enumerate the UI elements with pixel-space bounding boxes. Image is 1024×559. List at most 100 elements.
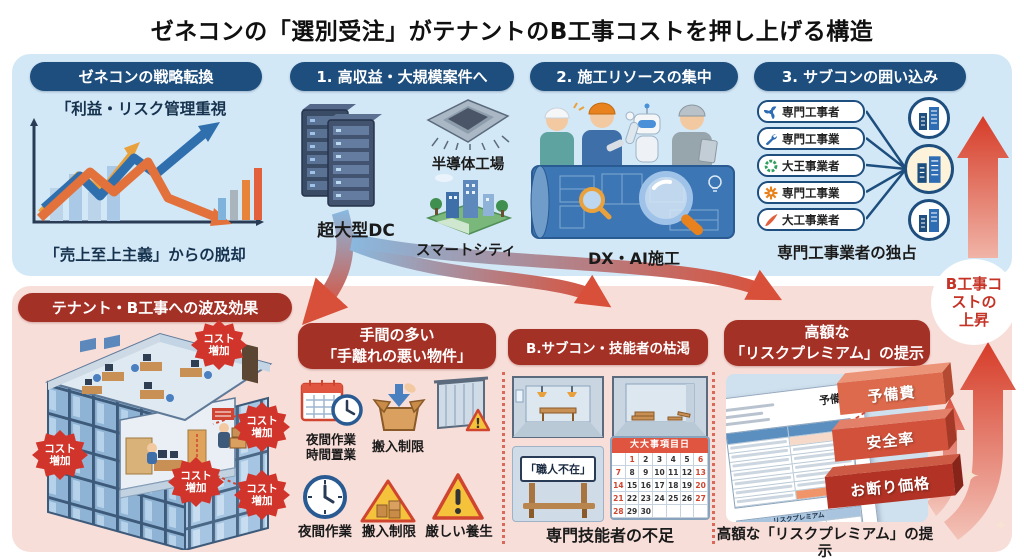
panel1-header: 手間の多い 「手離れの悪い物件」 (298, 323, 496, 369)
server-racks-icon (301, 104, 382, 207)
panel1-header-line2: 「手離れの悪い物件」 (321, 347, 472, 365)
gear-icon (764, 186, 778, 199)
page-title: ゼネコンの「選別受注」がテナントのB工事コストを押し上げる構造 (150, 19, 874, 45)
box-carry-icon (372, 383, 426, 431)
fan-icon (764, 105, 777, 119)
calendar-cell: 24 (653, 492, 667, 505)
calendar-cell: 15 (625, 479, 640, 492)
calendar-cell: 19 (680, 479, 695, 492)
subcontractor-pill: 大王事業者 (757, 154, 865, 177)
calendar-cell (666, 505, 681, 518)
blueprint-icon (530, 165, 735, 239)
building-circle (908, 97, 950, 139)
calendar-cell: 2 (639, 453, 654, 466)
smart-city-icon (426, 174, 512, 235)
sparkle-icon: ✦ (958, 462, 980, 492)
no-worker-sign-panel: 「職人不在」 (512, 446, 604, 522)
building-icon (919, 209, 939, 232)
panel3-header-line2: 「リスクプレミアム」の提示 (730, 344, 924, 362)
calendar-cell: 5 (680, 453, 695, 466)
subcontractor-label: 専門工事者 (782, 104, 840, 119)
calendar-title: 大大事項目日 (612, 438, 708, 453)
cost-rise-line1: B工事コ (945, 275, 1003, 293)
risk-blocks: 予備費 安全率 お断り価格 (815, 371, 965, 522)
bottom-header: テナント・B工事への波及効果 (18, 293, 292, 322)
growth-chart-icon (30, 118, 264, 226)
cost-up-arrow-top-icon (957, 116, 1009, 258)
warning-icon: ! (465, 408, 490, 432)
panel1-label-1: 夜間作業 時間置業 (305, 432, 356, 462)
empty-room-icon (612, 376, 708, 438)
panel3-header: 高額な 「リスクプレミアム」の提示 (724, 320, 930, 366)
calendar-cell (612, 453, 626, 466)
label-mega-dc: 超大型DC (317, 221, 395, 241)
calendar-cell: 23 (639, 492, 654, 505)
calendar-cell: 9 (639, 466, 654, 479)
svg-text:!: ! (475, 417, 481, 432)
magnifier-small-icon (579, 187, 612, 220)
panel1-header-line1: 手間の多い (359, 326, 435, 344)
subcontractor-pill: 専門工事業 (757, 181, 865, 204)
calendar-cell: 7 (612, 466, 626, 479)
no-worker-sign: 「職人不在」 (520, 456, 596, 482)
strategy-label-top: 「利益・リスク管理重視 (55, 100, 227, 118)
calendar-cell: 22 (625, 492, 640, 505)
section3-header: 3. サブコンの囲い込み (754, 62, 966, 91)
calendar-cell: 4 (666, 453, 681, 466)
clock-icon (303, 475, 347, 519)
wreath-icon (764, 159, 778, 172)
separator (712, 372, 715, 544)
calendar-cell: 28 (612, 505, 626, 518)
label-smart-city: スマートシティ (415, 243, 517, 259)
calendar-cell: 10 (653, 466, 667, 479)
panel1-label-2: 搬入制限 (371, 440, 424, 455)
label-semiconductor: 半導体工場 (431, 157, 505, 173)
panel1-label-3: 夜間作業 (298, 524, 352, 540)
building-circle (908, 199, 950, 241)
calendar-cell: 12 (680, 466, 695, 479)
calendar-cell: 6 (694, 453, 708, 466)
calendar-cell: 21 (612, 492, 626, 505)
sparkle-icon: ✦ (994, 516, 1008, 535)
subcontractor-label: 専門工事業 (782, 131, 840, 146)
section2-header: 2. 施工リソースの集中 (530, 62, 738, 91)
worker-2 (582, 102, 624, 174)
curtain-icon: ! (433, 376, 490, 432)
panel1-label-4: 搬入制限 (362, 524, 416, 540)
convergence-lines (866, 110, 908, 220)
magnifier-large-icon (639, 171, 703, 236)
empty-room-icon (512, 376, 604, 438)
risk-block-safety: 安全率 (831, 418, 949, 462)
strategy-label-bottom: 「売上至上主義」からの脱却 (44, 246, 246, 264)
calendar-cell: 14 (612, 479, 626, 492)
calendar-cell: 26 (680, 492, 695, 505)
separator (502, 372, 505, 544)
subcontractor-label: 大工事業者 (782, 212, 840, 227)
subcontractor-label: 専門工事業 (782, 185, 840, 200)
risk-block-refusal: お断り価格 (824, 463, 956, 509)
cost-rise-line2: ストの (951, 293, 997, 311)
building-icon (917, 156, 941, 183)
calendar-cell: 29 (625, 505, 640, 518)
worker-3 (672, 104, 718, 174)
wrench-icon (765, 133, 777, 145)
label-dx-ai: DX・AI施工 (588, 249, 680, 268)
feather-icon (765, 213, 778, 226)
calendar-cell: 30 (639, 505, 654, 518)
warning-boxes-icon (360, 479, 416, 523)
robot-icon (625, 103, 661, 163)
panel2-header: B.サブコン・技能者の枯渇 (508, 329, 708, 365)
calendar-cell: 27 (694, 492, 708, 505)
subcontractor-label: 大王事業者 (782, 158, 840, 173)
calendar-cell: 16 (639, 479, 654, 492)
building-icon (919, 107, 939, 130)
risk-block-reserve: 予備費 (837, 372, 946, 416)
calendar-cell: 17 (653, 479, 667, 492)
calendar-cell: 20 (694, 479, 708, 492)
warning-icon (432, 473, 484, 520)
subcontractor-pill: 大工事業者 (757, 208, 865, 231)
worker-1 (540, 102, 585, 172)
